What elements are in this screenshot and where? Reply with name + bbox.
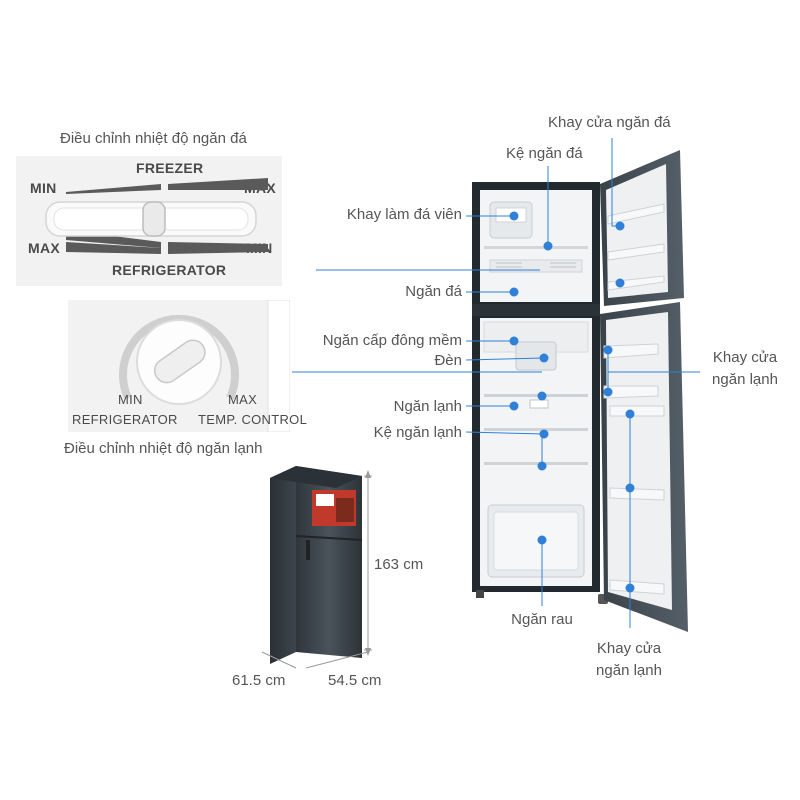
fridge-control-caption: Điều chỉnh nhiệt độ ngăn lạnh [64, 440, 263, 457]
callout-freezer-shelf: Kệ ngăn đá [506, 145, 583, 162]
callout-soft-freeze: Ngăn cấp đông mềm [322, 332, 462, 349]
fridge-control-panel: MIN MAX REFRIGERATOR TEMP. CONTROL [68, 300, 307, 432]
refrigerator-scale-label: REFRIGERATOR [112, 262, 227, 278]
dial-min-label: MIN [118, 392, 143, 407]
callout-dots [509, 211, 635, 593]
callout-fridge-door-tray-right-line2: ngăn lạnh [712, 371, 778, 388]
freezer-slider-graphic [45, 178, 268, 254]
callout-light: Đèn [434, 352, 462, 369]
callout-fridge: Ngăn lạnh [393, 398, 462, 415]
min-left-label: MIN [30, 180, 57, 196]
fridge-dial-graphic [119, 300, 290, 432]
freezer-control-panel: FREEZER MIN MAX MAX MIN REFRIGERATOR [16, 156, 282, 286]
callout-fridge-shelf: Kệ ngăn lạnh [373, 424, 462, 441]
callout-freezer-door-tray: Khay cửa ngăn đá [548, 114, 671, 131]
dial-max-label: MAX [228, 392, 258, 407]
dimension-depth: 61.5 cm [232, 672, 286, 689]
callout-ice-tray: Khay làm đá viên [346, 206, 462, 223]
freezer-scale-label: FREEZER [136, 160, 204, 176]
max-left-label: MAX [28, 240, 61, 256]
callout-freezer: Ngăn đá [405, 283, 462, 300]
freezer-control-caption: Điều chỉnh nhiệt độ ngăn đá [60, 130, 247, 147]
dial-refrigerator-label: REFRIGERATOR [72, 412, 178, 427]
dimension-width: 54.5 cm [328, 672, 382, 689]
dial-temp-control-label: TEMP. CONTROL [198, 412, 308, 427]
callout-fridge-door-tray-right-line1: Khay cửa [712, 349, 778, 366]
callout-fridge-door-tray-bottom-line1: Khay cửa [596, 640, 662, 657]
callout-fridge-door-tray-bottom-line2: ngăn lạnh [596, 662, 662, 679]
dimension-height: 163 cm [374, 556, 424, 573]
callout-vegetable: Ngăn rau [511, 611, 573, 628]
